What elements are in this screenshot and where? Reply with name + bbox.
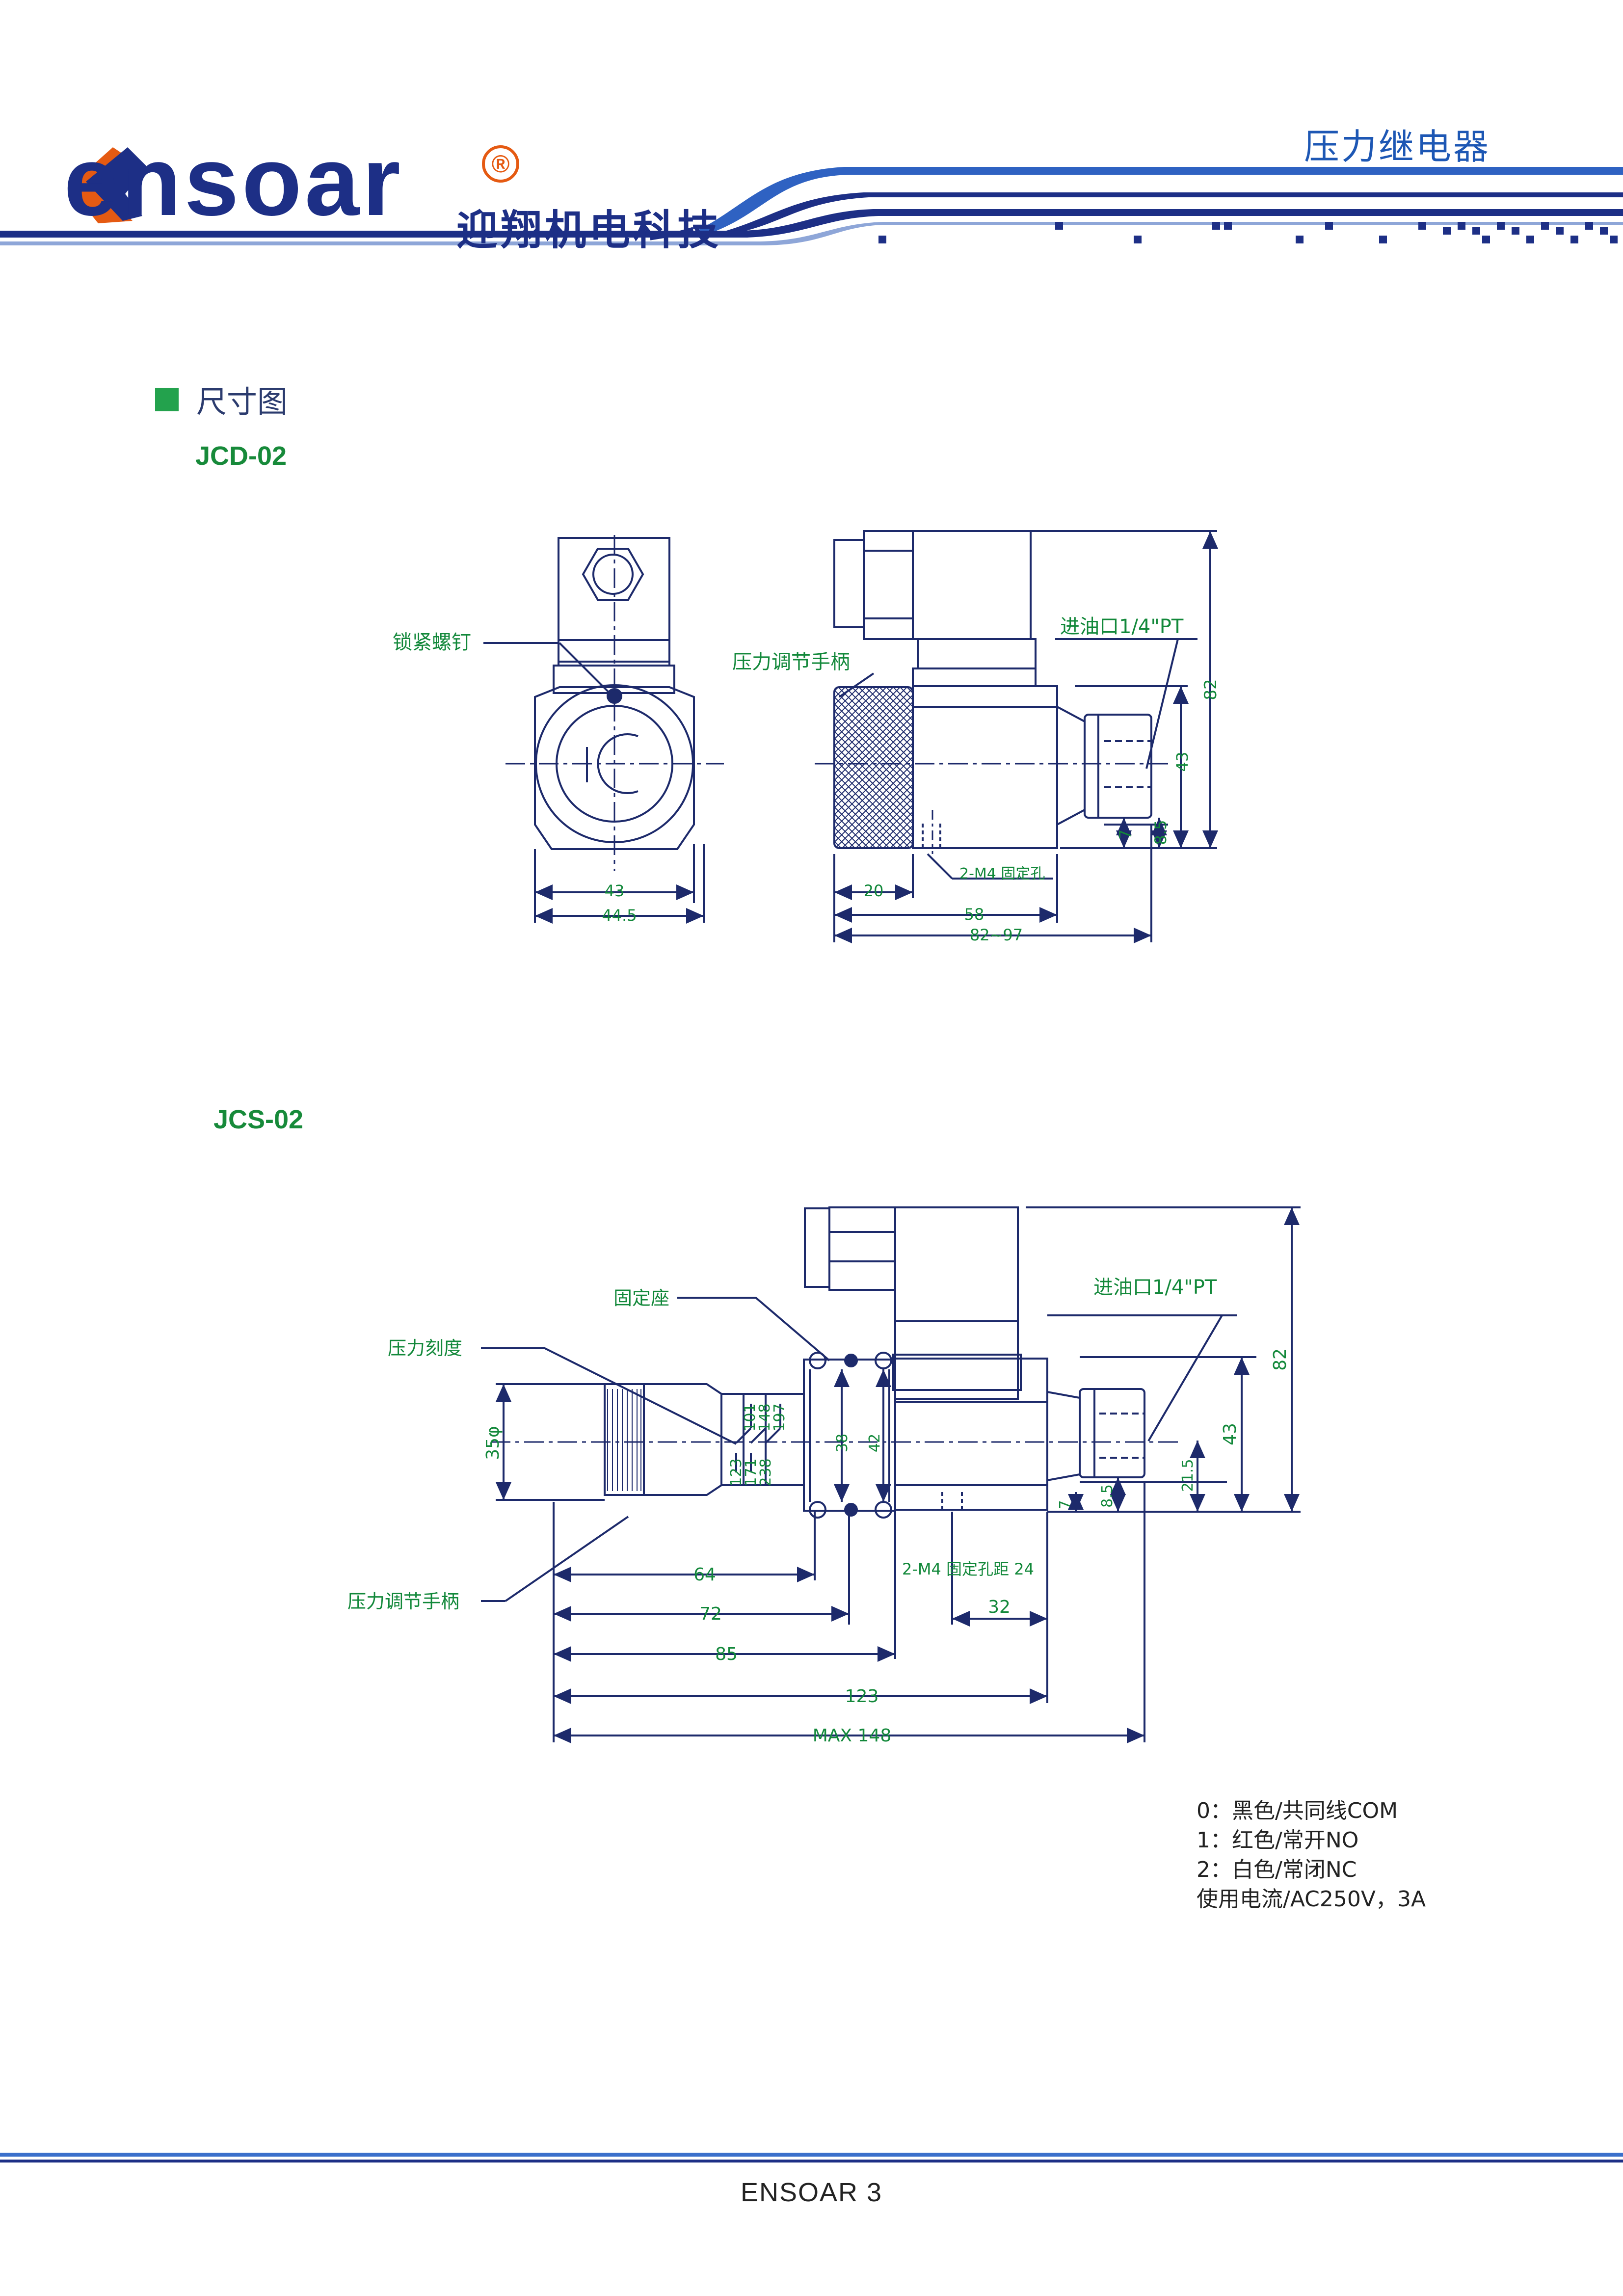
jcs-scale-101: 101	[742, 1403, 759, 1431]
note-line: 2：白色/常闭NC	[1197, 1857, 1357, 1882]
jcs-scale-148: 148	[756, 1403, 773, 1431]
section-bullet-icon	[155, 388, 179, 411]
jcd-front-view	[483, 535, 724, 924]
jcs-scale-238: 238	[757, 1458, 774, 1486]
registered-mark: ®	[482, 145, 519, 183]
model-label-jcs: JCS-02	[213, 1105, 304, 1134]
header-dots	[878, 222, 1618, 243]
jcd-dim-43: 43	[605, 881, 625, 900]
jcd-label-lock-screw: 锁紧螺钉	[393, 631, 471, 654]
jcs-dim-42: 42	[866, 1434, 883, 1452]
page-footer: ENSOAR 3	[740, 2178, 883, 2207]
jcs-dim-32: 32	[988, 1597, 1011, 1617]
jcs-scale-171: 171	[743, 1458, 760, 1486]
jcs-scale-197: 197	[771, 1403, 788, 1431]
jcs-dim-123: 123	[845, 1686, 879, 1707]
model-label-jcd: JCD-02	[195, 441, 287, 471]
jcd-label-holes: 2-M4 固定孔	[959, 865, 1045, 882]
jcd-drawing: 43 44.5 20 58 82~97 82 43 7 8.5 2-M4 固定孔…	[393, 530, 1221, 944]
jcs-side-view	[481, 1206, 1301, 1743]
jcs-dim-72: 72	[699, 1604, 722, 1624]
jcs-dim-21-5: 21.5	[1179, 1459, 1197, 1492]
jcd-label-handle: 压力调节手柄	[732, 651, 850, 673]
footer-rule	[0, 2153, 1623, 2163]
jcs-dim-85: 85	[715, 1644, 738, 1664]
jcd-label-inlet: 进油口1/4"PT	[1060, 615, 1184, 638]
jcd-dim-20: 20	[864, 881, 884, 900]
jcs-label-scale: 压力刻度	[388, 1337, 462, 1359]
note-line: 0：黑色/共同线COM	[1197, 1798, 1398, 1823]
jcs-label-handle: 压力调节手柄	[347, 1591, 459, 1612]
jcs-drawing: 固定座 压力刻度 压力调节手柄 进油口1/4"PT 2-M4 固定孔距 24 1…	[347, 1206, 1301, 1746]
logo-mark-icon	[69, 147, 147, 223]
jcd-dim-44-5: 44.5	[602, 906, 637, 925]
header-band	[0, 147, 1623, 245]
jcs-scale-123: 123	[728, 1458, 745, 1486]
section-title: 尺寸图	[196, 384, 288, 420]
jcs-dim-7: 7	[1057, 1500, 1074, 1509]
jcs-label-base: 固定座	[613, 1287, 669, 1309]
jcs-dim-35: 35φ	[483, 1426, 503, 1460]
logo-wordmark: ensoar	[64, 127, 403, 236]
jcd-dim-58: 58	[964, 905, 984, 924]
wiring-notes: 0：黑色/共同线COM 1：红色/常开NO 2：白色/常闭NC 使用电流/AC2…	[1197, 1796, 1426, 1914]
page-title: 压力继电器	[1304, 126, 1490, 167]
jcs-dim-38: 38	[834, 1434, 851, 1452]
jcd-dim-82-97: 82~97	[970, 926, 1023, 944]
logo-chinese-name: 迎翔机电科技	[456, 206, 722, 254]
jcd-dim-h82: 82	[1201, 679, 1221, 700]
jcd-dim-h8-5: 8.5	[1151, 820, 1170, 845]
jcd-side-view	[815, 530, 1218, 943]
jcs-dim-64: 64	[693, 1565, 716, 1585]
note-line: 使用电流/AC250V，3A	[1197, 1887, 1426, 1912]
jcs-label-holes: 2-M4 固定孔距 24	[902, 1560, 1034, 1578]
jcd-dim-h7: 7	[1116, 829, 1135, 839]
jcs-label-inlet: 进油口1/4"PT	[1093, 1276, 1217, 1299]
jcs-dim-max-148: MAX 148	[813, 1726, 892, 1746]
note-line: 1：红色/常开NO	[1197, 1828, 1359, 1853]
jcd-dim-h43: 43	[1173, 752, 1192, 772]
jcs-dim-8-5: 8.5	[1099, 1484, 1116, 1508]
jcs-dim-h43: 43	[1220, 1423, 1240, 1445]
jcs-dim-h82: 82	[1270, 1348, 1290, 1371]
